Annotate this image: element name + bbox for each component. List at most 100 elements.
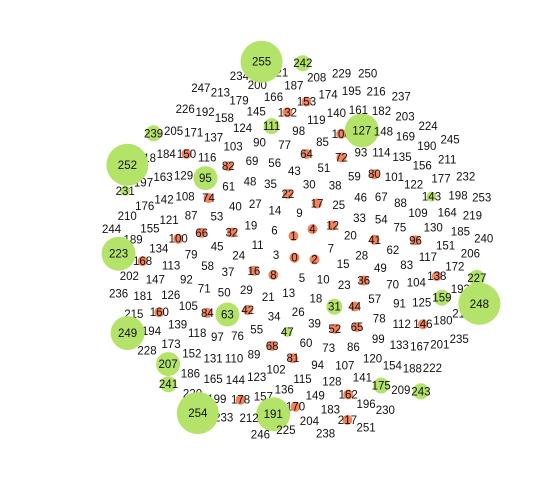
node-107-label: 107 [335,360,354,372]
node-5-label: 5 [299,273,305,285]
node-95-circle [193,166,218,191]
node-232-label: 232 [456,172,475,184]
node-4-circle [307,224,318,235]
node-138-circle [431,271,442,282]
node-33-label: 33 [353,213,366,225]
node-248-label: 248 [470,299,489,311]
node-241-circle [160,376,177,393]
node-59-label: 59 [348,172,361,184]
node-186-label: 186 [181,369,200,381]
node-231-circle [120,185,131,196]
node-159-label: 159 [432,293,451,305]
node-127-label: 127 [352,125,371,137]
node-layer: 0123456789101112131415161718192021222324… [101,40,501,442]
node-82-circle [223,161,234,172]
node-68-circle [267,340,278,351]
node-137-label: 137 [204,132,223,144]
node-16-label: 16 [248,266,261,278]
node-154-label: 154 [383,361,403,373]
node-37-label: 37 [222,267,235,279]
node-74-circle [203,193,214,203]
node-185-label: 185 [451,227,470,239]
node-208-label: 208 [307,73,326,85]
node-150-circle [181,148,192,159]
node-17-circle [312,198,322,209]
node-111-circle [263,118,280,135]
node-58-label: 58 [201,261,214,273]
node-43-label: 43 [288,166,301,178]
node-72-circle [336,152,347,163]
node-147-label: 147 [146,275,165,287]
node-30-label: 30 [303,180,316,192]
node-93-label: 93 [355,148,368,160]
node-45-label: 45 [211,242,224,254]
node-97-label: 97 [211,332,224,344]
node-87-label: 87 [185,211,198,223]
node-230-label: 230 [376,405,395,417]
node-166-label: 166 [264,92,283,104]
node-38-label: 38 [329,180,342,192]
node-184-label: 184 [157,149,177,161]
node-146-circle [417,319,428,330]
node-206-label: 206 [461,249,480,261]
node-141-label: 141 [353,372,372,384]
node-66-label: 66 [195,228,208,240]
node-44-circle [349,301,360,312]
node-17-label: 17 [311,199,324,211]
node-0-circle [289,252,300,263]
node-175-circle [373,377,390,394]
node-149-label: 149 [306,391,325,403]
node-89-label: 89 [248,350,261,362]
node-162-circle [343,389,354,400]
node-83-label: 83 [400,260,413,272]
node-108-label: 108 [176,191,195,203]
node-198-label: 198 [448,190,467,202]
node-85-label: 85 [316,137,329,149]
node-248-circle [458,282,501,325]
node-192-label: 192 [196,107,215,119]
node-11-label: 11 [252,240,264,252]
node-92-label: 92 [180,274,193,286]
node-63-circle [215,302,240,327]
node-98-label: 98 [292,126,305,138]
node-28-label: 28 [355,250,368,262]
node-247-label: 247 [191,83,210,95]
node-31-label: 31 [328,302,341,314]
node-94-label: 94 [311,360,324,372]
node-167-label: 167 [410,341,429,353]
node-153-label: 153 [297,97,316,109]
node-44-label: 44 [348,302,361,314]
node-80-circle [369,169,380,180]
node-176-label: 176 [135,201,154,213]
node-160-label: 160 [150,307,169,319]
node-14-label: 14 [269,206,282,218]
node-90-label: 90 [253,138,266,150]
node-172-label: 172 [445,261,464,273]
node-16-circle [248,265,259,276]
node-123-label: 123 [247,372,266,384]
node-129-label: 129 [174,170,193,182]
node-222-label: 222 [423,363,442,375]
node-102-label: 102 [267,365,286,377]
node-75-label: 75 [394,223,407,235]
node-71-label: 71 [198,284,211,296]
node-207-circle [156,352,181,377]
node-82-label: 82 [222,161,235,173]
node-100-label: 100 [169,234,188,246]
node-35-label: 35 [264,179,277,191]
node-69-label: 69 [246,156,259,168]
node-88-label: 88 [394,198,407,210]
node-216-label: 216 [367,87,386,99]
node-84-label: 84 [201,308,214,320]
node-250-label: 250 [358,68,377,80]
node-9-label: 9 [296,208,302,220]
node-53-label: 53 [211,211,224,223]
node-21-label: 21 [262,292,275,304]
node-68-label: 68 [266,341,279,353]
node-34-label: 34 [268,311,281,323]
node-254-label: 254 [188,408,208,420]
node-254-circle [176,392,219,435]
node-135-label: 135 [392,152,411,164]
node-72-label: 72 [335,153,348,165]
node-195-label: 195 [342,86,361,98]
